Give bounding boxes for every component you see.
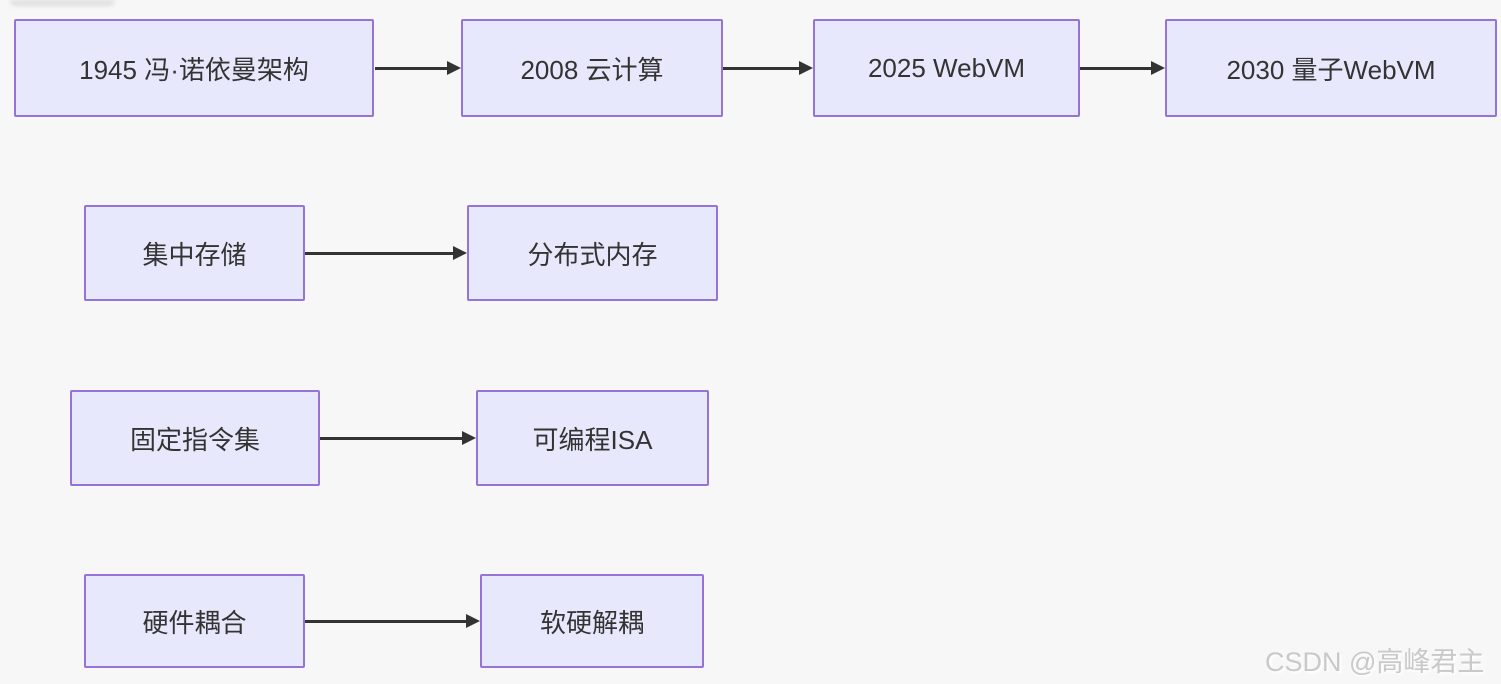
- arrow-shaft: [305, 252, 455, 255]
- node-fixed-instruction-set: 固定指令集: [70, 390, 320, 486]
- arrowhead-icon: [466, 614, 480, 628]
- arrowhead-icon: [799, 61, 813, 75]
- arrow-shaft: [1080, 67, 1153, 70]
- top-left-artifact: [10, 0, 115, 6]
- csdn-watermark: CSDN @高峰君主: [1265, 647, 1485, 677]
- node-distributed-memory: 分布式内存: [467, 205, 718, 301]
- arrowhead-icon: [462, 431, 476, 445]
- arrowhead-icon: [1151, 61, 1165, 75]
- arrow-shaft: [320, 437, 464, 440]
- arrowhead-icon: [447, 61, 461, 75]
- node-cloud-computing: 2008 云计算: [461, 19, 723, 117]
- node-software-hardware-decoupling: 软硬解耦: [480, 574, 704, 668]
- node-webvm: 2025 WebVM: [813, 19, 1080, 117]
- arrow-shaft: [375, 67, 449, 70]
- node-von-neumann: 1945 冯·诺依曼架构: [14, 19, 374, 117]
- node-quantum-webvm: 2030 量子WebVM: [1165, 19, 1497, 117]
- arrow-shaft: [305, 620, 468, 623]
- node-programmable-isa: 可编程ISA: [476, 390, 709, 486]
- node-hardware-coupling: 硬件耦合: [84, 574, 305, 668]
- arrow-shaft: [723, 67, 801, 70]
- arrowhead-icon: [453, 246, 467, 260]
- node-centralized-storage: 集中存储: [84, 205, 305, 301]
